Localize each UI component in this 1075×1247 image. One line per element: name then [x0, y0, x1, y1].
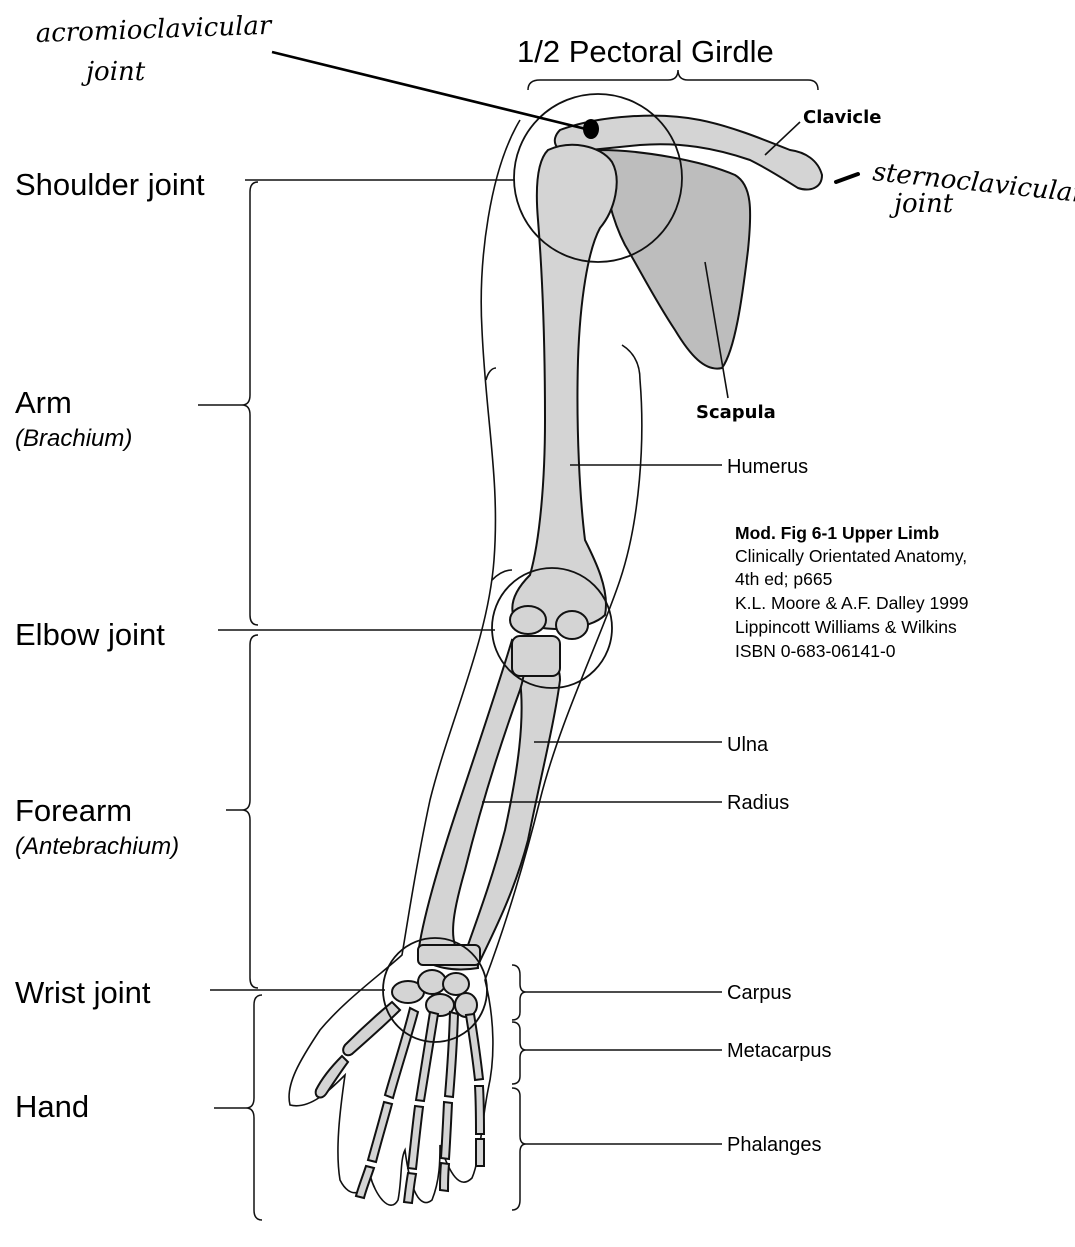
- radius-label: Radius: [727, 792, 789, 814]
- arm-brace: [242, 182, 258, 625]
- humerus-label: Humerus: [727, 456, 808, 478]
- metacarpus-brace: [512, 1022, 526, 1084]
- scapula-bone: [600, 150, 750, 369]
- citation-line: K.L. Moore & A.F. Dalley 1999: [735, 593, 968, 613]
- elbow-joint-label: Elbow joint: [15, 617, 165, 652]
- acromioclavicular-handwritten: acromioclavicular: [35, 11, 273, 49]
- sternoclavicular-dash: [836, 174, 858, 182]
- shoulder-joint-label: Shoulder joint: [15, 167, 205, 202]
- pectoral-girdle-brace: [528, 70, 818, 90]
- wrist-joint-label: Wrist joint: [15, 975, 151, 1010]
- acromioclavicular-handwritten-joint: joint: [81, 57, 146, 87]
- citation-line: Mod. Fig 6-1 Upper Limb: [735, 523, 939, 543]
- carpus-brace: [512, 965, 526, 1020]
- carpal-bones: [392, 945, 480, 1017]
- citation-line: Clinically Orientated Anatomy,: [735, 546, 967, 566]
- citation-line: 4th ed; p665: [735, 569, 832, 589]
- phalanges-label: Phalanges: [727, 1134, 822, 1156]
- citation-block: Mod. Fig 6-1 Upper Limb Clinically Orien…: [735, 523, 968, 661]
- phalanges-brace: [512, 1088, 526, 1210]
- scapula-label: Scapula: [696, 402, 776, 423]
- hand-label: Hand: [15, 1089, 89, 1124]
- clavicle-label: Clavicle: [803, 107, 881, 128]
- metacarpus-label: Metacarpus: [727, 1040, 832, 1062]
- hand-brace: [246, 995, 262, 1220]
- citation-line: ISBN 0-683-06141-0: [735, 641, 896, 661]
- forearm-latin-label: (Antebrachium): [15, 833, 179, 860]
- arm-label: Arm: [15, 385, 72, 420]
- sternoclavicular-handwritten-joint: joint: [889, 189, 954, 219]
- arm-latin-label: (Brachium): [15, 425, 132, 452]
- forearm-brace: [242, 635, 258, 988]
- arm-skin-outline: [289, 120, 642, 1205]
- pectoral-girdle-title: 1/2 Pectoral Girdle: [517, 34, 774, 69]
- citation-line: Lippincott Williams & Wilkins: [735, 617, 957, 637]
- forearm-label: Forearm: [15, 793, 132, 828]
- humerus-bone: [512, 145, 616, 629]
- ulna-label: Ulna: [727, 734, 769, 756]
- acromioclavicular-mark: [583, 119, 599, 139]
- carpus-label: Carpus: [727, 982, 791, 1004]
- radius-bone: [418, 640, 524, 969]
